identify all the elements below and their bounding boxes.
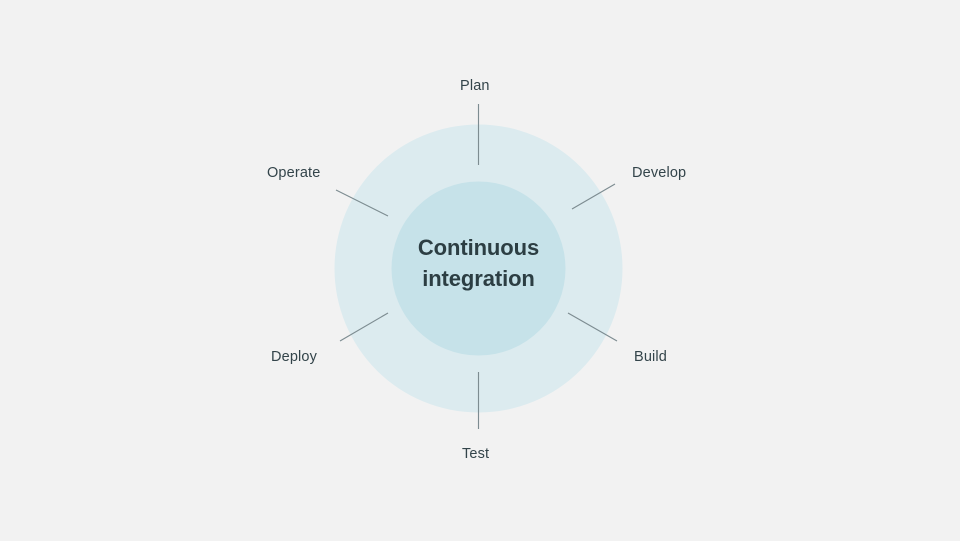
center-title: Continuous integration <box>349 232 609 294</box>
connector-line-build <box>567 312 618 342</box>
connector-line-operate <box>335 189 389 217</box>
stage-label-build: Build <box>634 349 667 365</box>
stage-label-plan: Plan <box>460 78 490 94</box>
stage-label-develop: Develop <box>632 165 687 181</box>
stage-label-operate: Operate <box>267 165 321 181</box>
inner-circle <box>391 181 566 356</box>
center-title-line-2: integration <box>422 266 535 292</box>
center-title-line-1: Continuous <box>417 235 540 260</box>
connector-line-deploy <box>339 312 389 342</box>
stage-label-test: Test <box>462 446 490 462</box>
stage-label-deploy: Deploy <box>271 349 318 365</box>
connector-line-develop <box>571 183 616 210</box>
